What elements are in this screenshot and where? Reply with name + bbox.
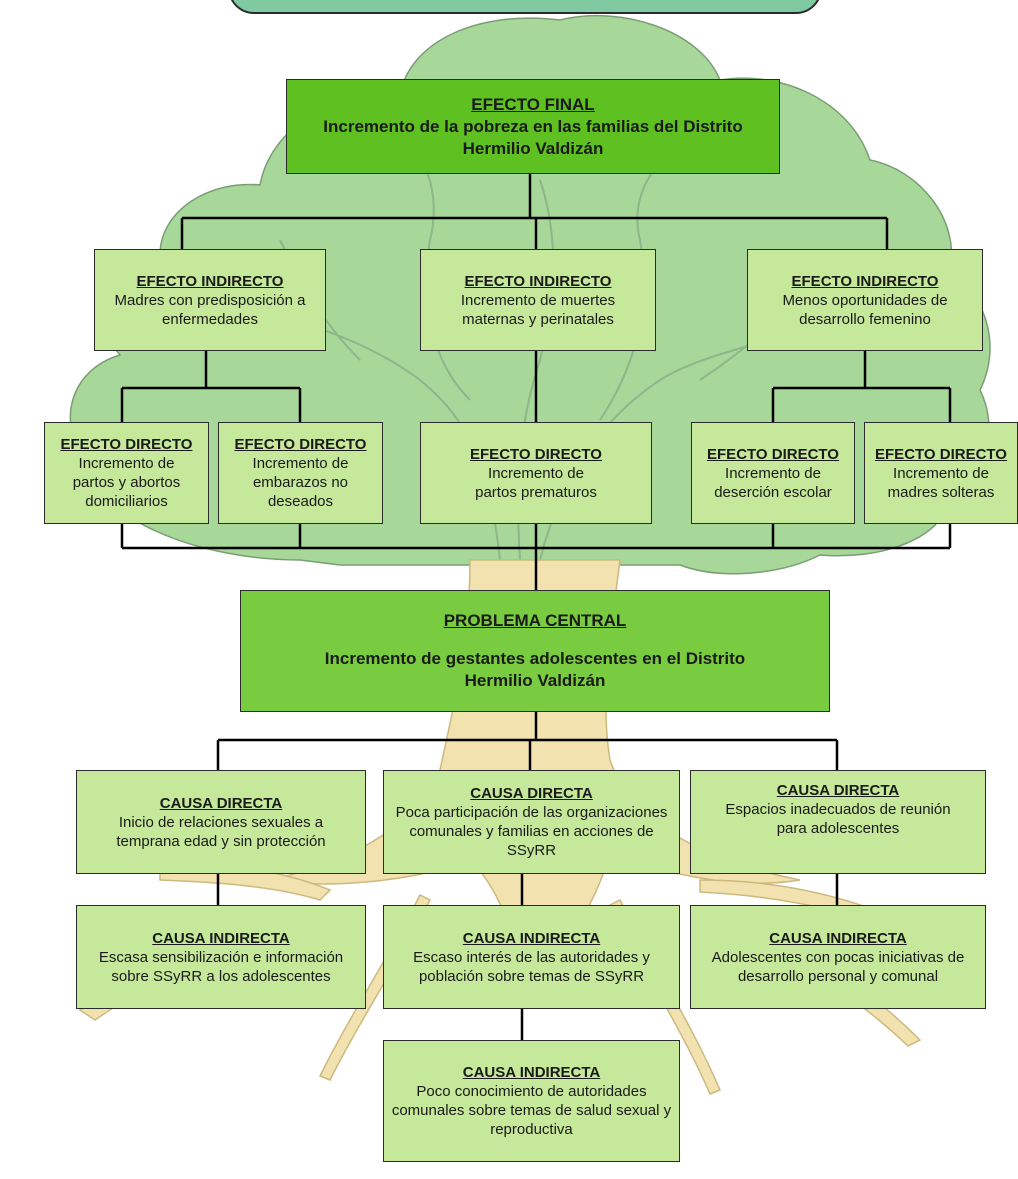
direct-cause-heading: CAUSA DIRECTA	[776, 782, 900, 799]
direct-effect-box: EFECTO DIRECTO Incremento de partos prem…	[420, 422, 652, 524]
indirect-effect-heading: EFECTO INDIRECTO	[464, 272, 612, 290]
direct-effect-box: EFECTO DIRECTO Incremento de partos y ab…	[44, 422, 209, 524]
indirect-cause-text: Adolescentes con pocas iniciativas de de…	[711, 948, 965, 985]
indirect-cause-text: Escasa sensibilización e información sob…	[98, 948, 344, 985]
indirect-effect-text: Madres con predisposición a enfermedades	[114, 291, 306, 328]
direct-cause-heading: CAUSA DIRECTA	[159, 794, 283, 812]
indirect-cause-box: CAUSA INDIRECTA Poco conocimiento de aut…	[383, 1040, 680, 1162]
direct-cause-box: CAUSA DIRECTA Poca participación de las …	[383, 770, 680, 874]
direct-effect-text: Incremento de madres solteras	[887, 464, 995, 501]
direct-effect-text: Incremento de partos y abortos domicilia…	[72, 455, 181, 510]
indirect-cause-heading: CAUSA INDIRECTA	[769, 929, 907, 947]
direct-cause-text: Inicio de relaciones sexuales a temprana…	[116, 813, 326, 850]
direct-cause-box: CAUSA DIRECTA Inicio de relaciones sexua…	[76, 770, 366, 874]
direct-effect-heading: EFECTO DIRECTO	[60, 436, 193, 453]
indirect-effect-box: EFECTO INDIRECTO Menos oportunidades de …	[747, 249, 983, 351]
direct-cause-heading: CAUSA DIRECTA	[470, 785, 593, 802]
indirect-effect-heading: EFECTO INDIRECTO	[791, 272, 939, 290]
direct-effect-text: Incremento de embarazos no deseados	[252, 455, 349, 510]
indirect-cause-heading: CAUSA INDIRECTA	[462, 1064, 601, 1081]
indirect-cause-text: Poco conocimiento de autoridades comunal…	[391, 1083, 672, 1138]
indirect-cause-box: CAUSA INDIRECTA Escaso interés de las au…	[383, 905, 680, 1009]
direct-effect-heading: EFECTO DIRECTO	[875, 445, 1007, 463]
central-problem-box: PROBLEMA CENTRAL Incremento de gestantes…	[240, 590, 830, 712]
indirect-effect-text: Menos oportunidades de desarrollo femeni…	[782, 291, 948, 328]
central-problem-text: Incremento de gestantes adolescentes en …	[324, 649, 746, 690]
direct-effect-text: Incremento de partos prematuros	[475, 464, 597, 501]
indirect-effect-box: EFECTO INDIRECTO Incremento de muertes m…	[420, 249, 656, 351]
final-effect-text: Incremento de la pobreza en las familias…	[323, 116, 743, 158]
indirect-cause-box: CAUSA INDIRECTA Escasa sensibilización e…	[76, 905, 366, 1009]
direct-effect-box: EFECTO DIRECTO Incremento de embarazos n…	[218, 422, 383, 524]
direct-cause-text: Espacios inadecuados de reunión para ado…	[725, 801, 951, 837]
direct-effect-heading: EFECTO DIRECTO	[470, 445, 602, 463]
final-effect-box: EFECTO FINAL Incremento de la pobreza en…	[286, 79, 780, 174]
indirect-cause-box: CAUSA INDIRECTA Adolescentes con pocas i…	[690, 905, 986, 1009]
direct-effect-heading: EFECTO DIRECTO	[234, 436, 367, 453]
direct-cause-text: Poca participación de las organizaciones…	[395, 804, 668, 859]
direct-effect-box: EFECTO DIRECTO Incremento de madres solt…	[864, 422, 1018, 524]
central-problem-heading: PROBLEMA CENTRAL	[443, 611, 627, 630]
indirect-effect-box: EFECTO INDIRECTO Madres con predisposici…	[94, 249, 326, 351]
indirect-effect-text: Incremento de muertes maternas y perinat…	[460, 291, 616, 328]
direct-effect-box: EFECTO DIRECTO Incremento de deserción e…	[691, 422, 855, 524]
indirect-cause-heading: CAUSA INDIRECTA	[152, 929, 290, 947]
direct-effect-text: Incremento de deserción escolar	[714, 464, 832, 501]
indirect-cause-text: Escaso interés de las autoridades y pobl…	[413, 948, 650, 985]
indirect-effect-heading: EFECTO INDIRECTO	[136, 272, 284, 290]
indirect-cause-heading: CAUSA INDIRECTA	[462, 929, 601, 947]
direct-effect-heading: EFECTO DIRECTO	[707, 445, 839, 463]
final-effect-heading: EFECTO FINAL	[471, 94, 595, 114]
direct-cause-box: CAUSA DIRECTA Espacios inadecuados de re…	[690, 770, 986, 874]
